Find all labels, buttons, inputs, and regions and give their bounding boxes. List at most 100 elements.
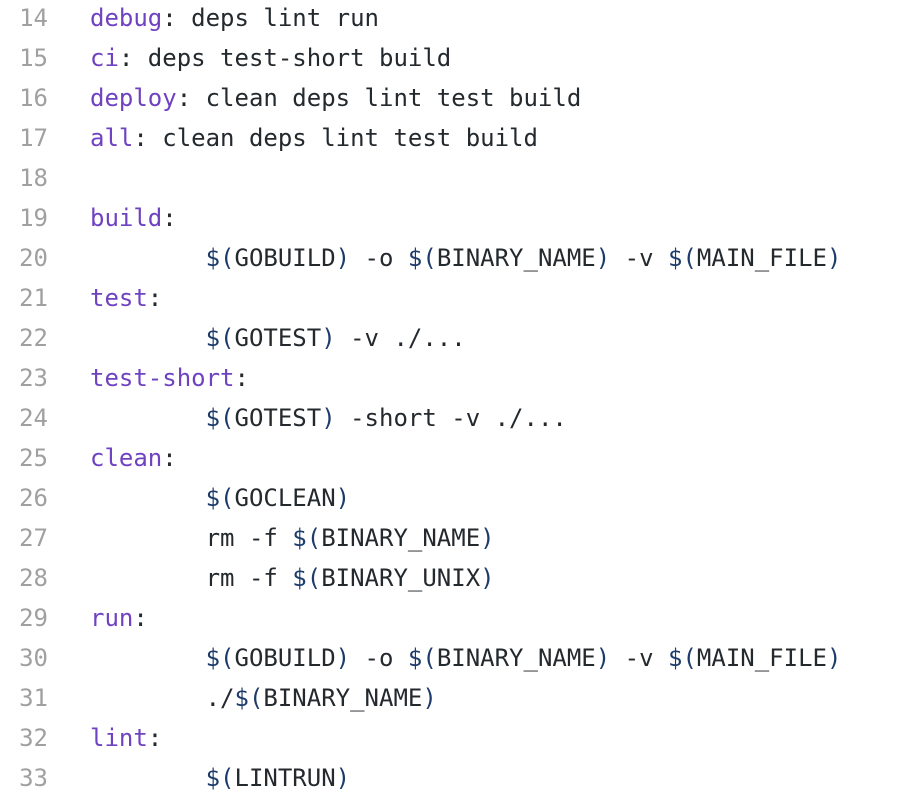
code-text: : — [133, 604, 148, 632]
line-number: 24 — [19, 404, 48, 432]
line-number: 17 — [19, 124, 48, 152]
variable-delimiter: $( — [292, 564, 322, 592]
variable-delimiter: ) — [826, 644, 842, 672]
variable-delimiter: ) — [335, 484, 351, 512]
make-target: debug — [90, 4, 163, 32]
code-text: GOTEST — [234, 404, 322, 432]
code-text: -v — [610, 244, 669, 272]
line-number: 20 — [19, 244, 48, 272]
variable-delimiter: $( — [205, 484, 235, 512]
code-text: : — [147, 724, 163, 752]
code-text: -o — [350, 644, 408, 672]
code-text: BINARY_UNIX — [321, 564, 481, 592]
line-content: build: — [48, 200, 177, 240]
variable-delimiter: $( — [205, 404, 235, 432]
variable-delimiter: ) — [321, 404, 336, 432]
line-number: 27 — [19, 524, 48, 552]
line-number: 23 — [19, 364, 48, 392]
line-content: lint: — [48, 720, 162, 760]
code-text: : clean deps lint test build — [176, 84, 582, 112]
code-line: 30 $(GOBUILD) -o $(BINARY_NAME) -v $(MAI… — [0, 640, 841, 680]
variable-delimiter: $( — [205, 764, 235, 792]
line-content: $(GOBUILD) -o $(BINARY_NAME) -v $(MAIN_F… — [48, 640, 842, 680]
variable-delimiter: $( — [234, 684, 264, 712]
variable-delimiter: $( — [205, 324, 235, 352]
variable-delimiter: ) — [422, 684, 437, 712]
make-target: test — [90, 284, 148, 312]
variable-delimiter: $( — [205, 644, 235, 672]
code-text: -o — [350, 244, 408, 272]
code-text: : — [234, 364, 249, 392]
code-line: 28 rm -f $(BINARY_UNIX) — [0, 560, 841, 600]
line-number: 25 — [19, 444, 48, 472]
line-content: all: clean deps lint test build — [48, 120, 538, 160]
line-content: $(GOCLEAN) — [48, 480, 351, 520]
line-content: run: — [48, 600, 148, 640]
code-text: -v ./... — [335, 324, 466, 352]
code-line: 24 $(GOTEST) -short -v ./... — [0, 400, 841, 440]
variable-delimiter: ) — [480, 524, 495, 552]
line-content: test: — [48, 280, 162, 320]
variable-delimiter: $( — [407, 644, 437, 672]
code-text — [90, 324, 206, 352]
line-content: rm -f $(BINARY_UNIX) — [48, 560, 495, 600]
variable-delimiter: $( — [407, 244, 437, 272]
line-content: ci: deps test-short build — [48, 40, 451, 80]
line-number: 19 — [19, 204, 48, 232]
code-text: : clean deps lint test build — [133, 124, 538, 152]
variable-delimiter: $( — [205, 244, 235, 272]
make-target: run — [90, 604, 134, 632]
code-text: BINARY_NAME — [263, 684, 423, 712]
code-line: 33 $(LINTRUN) — [0, 760, 841, 800]
variable-delimiter: ) — [335, 764, 351, 792]
code-line: 18 — [0, 160, 841, 200]
line-number: 15 — [19, 44, 48, 72]
line-number: 16 — [19, 84, 48, 112]
code-text: GOCLEAN — [234, 484, 336, 512]
code-line: 14 debug: deps lint run — [0, 0, 841, 40]
line-content: test-short: — [48, 360, 249, 400]
make-target: all — [90, 124, 134, 152]
code-text: BINARY_NAME — [436, 644, 596, 672]
code-text: BINARY_NAME — [321, 524, 481, 552]
variable-delimiter: ) — [335, 644, 351, 672]
code-text: GOBUILD — [234, 644, 336, 672]
code-text: : — [162, 444, 177, 472]
line-number: 32 — [19, 724, 48, 752]
variable-delimiter: $( — [668, 244, 697, 272]
code-text — [90, 764, 206, 792]
line-content — [48, 160, 90, 200]
code-line: 20 $(GOBUILD) -o $(BINARY_NAME) -v $(MAI… — [0, 240, 841, 280]
line-content: $(GOTEST) -v ./... — [48, 320, 466, 360]
line-number: 31 — [19, 684, 48, 712]
code-text: : deps lint run — [162, 4, 379, 32]
line-content: deploy: clean deps lint test build — [48, 80, 581, 120]
line-content: $(GOTEST) -short -v ./... — [48, 400, 567, 440]
variable-delimiter: ) — [480, 564, 495, 592]
code-line: 26 $(GOCLEAN) — [0, 480, 841, 520]
make-target: lint — [90, 724, 148, 752]
code-text: rm -f — [90, 564, 293, 592]
code-text — [90, 484, 206, 512]
code-line: 31 ./$(BINARY_NAME) — [0, 680, 841, 720]
make-target: ci — [90, 44, 119, 72]
code-text — [90, 644, 206, 672]
code-text: GOTEST — [234, 324, 322, 352]
line-number: 28 — [19, 564, 48, 592]
variable-delimiter: $( — [668, 644, 697, 672]
line-number: 22 — [19, 324, 48, 352]
code-text: rm -f — [90, 524, 293, 552]
code-line: 27 rm -f $(BINARY_NAME) — [0, 520, 841, 560]
line-number: 33 — [19, 764, 48, 792]
line-number: 18 — [19, 164, 48, 192]
line-number: 30 — [19, 644, 48, 672]
line-number: 14 — [19, 4, 48, 32]
code-text: MAIN_FILE — [696, 244, 827, 272]
